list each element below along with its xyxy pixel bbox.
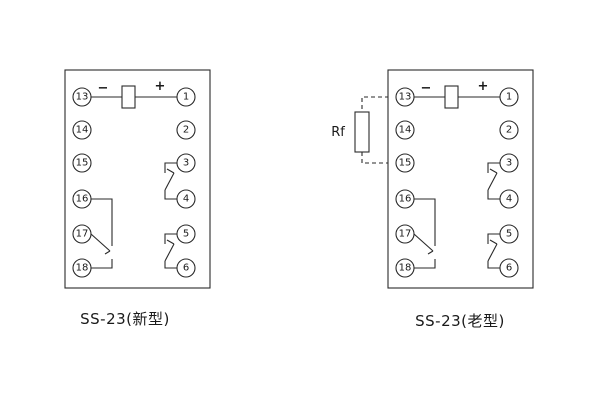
terminal-5-label: 5 — [183, 229, 189, 240]
terminal-2: 2 — [176, 120, 196, 140]
terminal-1: 1 — [176, 87, 196, 107]
terminal-16-label: 16 — [76, 194, 89, 205]
terminal-16: 16 — [72, 189, 92, 209]
terminal-6-label: 6 — [506, 263, 512, 274]
plus-sign: + — [478, 79, 489, 94]
terminal-4-label: 4 — [506, 194, 512, 205]
terminal-13-label: 13 — [399, 92, 412, 103]
terminal-18-label: 18 — [399, 263, 412, 274]
terminal-17: 17 — [72, 224, 92, 244]
terminal-1-label: 1 — [183, 92, 189, 103]
diagram-ss23-old: Rf − + — [331, 69, 534, 289]
contact-3-4 — [164, 162, 177, 200]
terminal-5: 5 — [499, 224, 519, 244]
terminal-1: 1 — [499, 87, 519, 107]
terminal-14-label: 14 — [76, 125, 89, 136]
terminal-1-label: 1 — [506, 92, 512, 103]
terminal-16-label: 16 — [399, 194, 412, 205]
terminal-16: 16 — [395, 189, 415, 209]
terminal-3: 3 — [176, 153, 196, 173]
terminal-14: 14 — [395, 120, 415, 140]
terminal-6: 6 — [176, 258, 196, 278]
terminal-3-label: 3 — [183, 158, 189, 169]
terminal-6: 6 — [499, 258, 519, 278]
terminal-18: 18 — [395, 258, 415, 278]
terminal-17-label: 17 — [76, 229, 89, 240]
minus-sign: − — [98, 81, 109, 96]
terminal-3-label: 3 — [506, 158, 512, 169]
terminal-4: 4 — [176, 189, 196, 209]
caption-ss23-old: SS-23(老型) — [415, 312, 505, 330]
terminal-15-label: 15 — [399, 158, 412, 169]
contact-5-6 — [164, 233, 177, 269]
terminal-5-label: 5 — [506, 229, 512, 240]
terminal-15-label: 15 — [76, 158, 89, 169]
terminal-15: 15 — [72, 153, 92, 173]
terminal-5: 5 — [176, 224, 196, 244]
external-rf-circuit: Rf — [331, 96, 396, 164]
terminal-13: 13 — [395, 87, 415, 107]
contact-3-4 — [487, 162, 500, 200]
plus-sign: + — [155, 79, 166, 94]
terminal-2-label: 2 — [183, 125, 189, 136]
terminal-2: 2 — [499, 120, 519, 140]
terminal-3: 3 — [499, 153, 519, 173]
terminal-14: 14 — [72, 120, 92, 140]
terminal-13-label: 13 — [76, 92, 89, 103]
terminal-15: 15 — [395, 153, 415, 173]
resistor-rf-symbol — [354, 111, 370, 153]
changeover-contact-16-17-18 — [413, 198, 436, 269]
minus-sign: − — [421, 81, 432, 96]
changeover-contact-16-17-18 — [90, 198, 113, 269]
terminal-14-label: 14 — [399, 125, 412, 136]
terminal-17: 17 — [395, 224, 415, 244]
coil-symbol — [444, 85, 459, 109]
diagram-ss23-new: − + 13 14 — [64, 69, 211, 289]
rf-label: Rf — [331, 125, 345, 140]
terminal-2-label: 2 — [506, 125, 512, 136]
terminal-4-label: 4 — [183, 194, 189, 205]
terminal-18: 18 — [72, 258, 92, 278]
caption-ss23-new: SS-23(新型) — [80, 310, 170, 328]
terminal-17-label: 17 — [399, 229, 412, 240]
terminal-13: 13 — [72, 87, 92, 107]
terminal-18-label: 18 — [76, 263, 89, 274]
coil-symbol — [121, 85, 136, 109]
terminal-6-label: 6 — [183, 263, 189, 274]
terminal-4: 4 — [499, 189, 519, 209]
contact-5-6 — [487, 233, 500, 269]
